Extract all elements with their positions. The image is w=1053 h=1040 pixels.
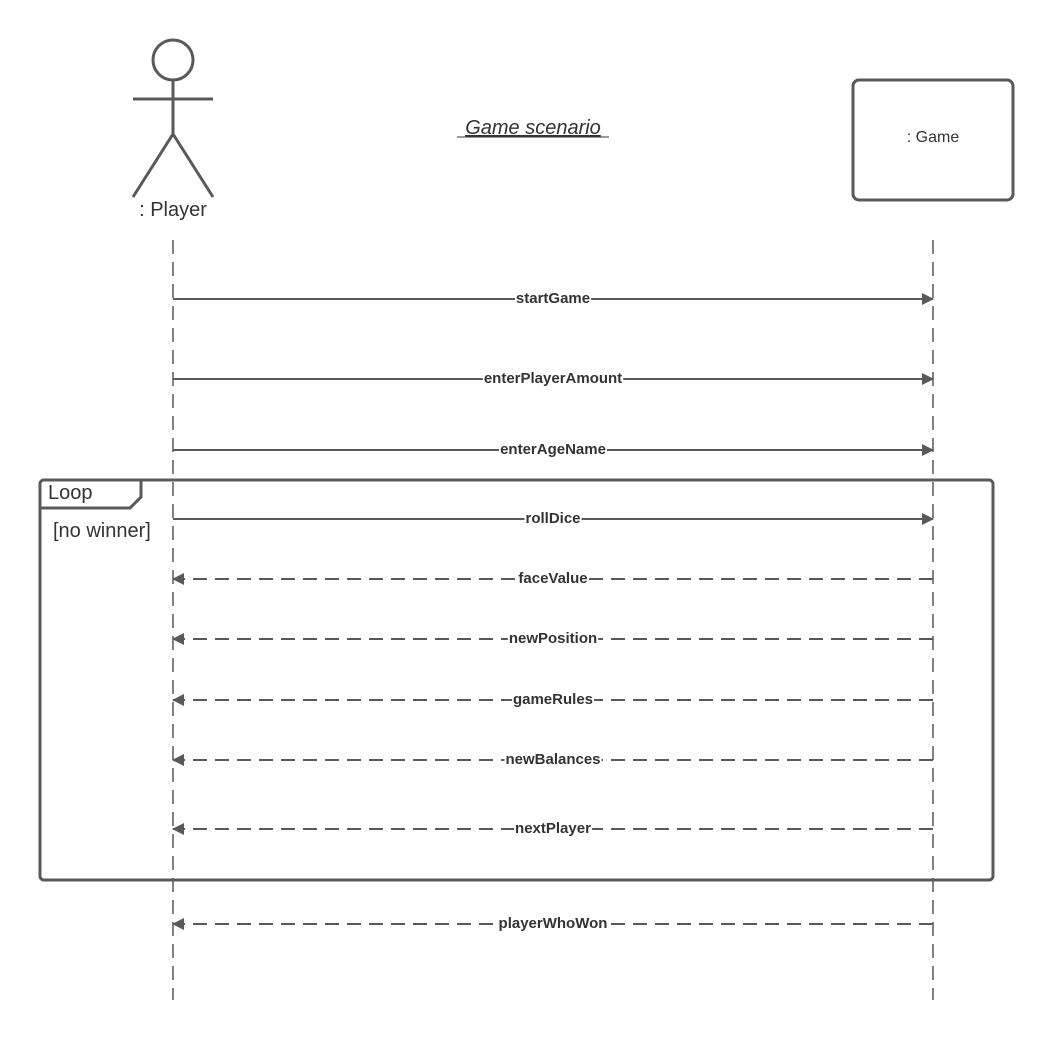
object-label: : Game: [907, 129, 960, 146]
message-label: enterAgeName: [500, 441, 606, 458]
message-label-background: [482, 370, 624, 387]
message-rollDice: rollDice: [173, 510, 934, 527]
loop-frame-tab: [40, 480, 143, 510]
message-newPosition: newPosition: [172, 630, 933, 647]
diagram-title: Game scenario: [465, 117, 601, 139]
message-label: newPosition: [509, 630, 597, 647]
message-faceValue: faceValue: [172, 570, 933, 587]
message-label-background: [514, 820, 593, 837]
message-gameRules: gameRules: [172, 691, 933, 708]
message-nextPlayer: nextPlayer: [172, 820, 933, 837]
message-label: playerWhoWon: [499, 915, 608, 932]
actor-label: : Player: [139, 199, 207, 221]
message-label-background: [514, 290, 592, 307]
loop-guard: [no winner]: [53, 520, 151, 542]
stick-figure-icon: [131, 38, 215, 198]
message-label: faceValue: [518, 570, 587, 587]
message-enterPlayerAmount: enterPlayerAmount: [173, 370, 934, 387]
message-playerWhoWon: playerWhoWon: [172, 915, 933, 932]
message-label: nextPlayer: [515, 820, 591, 837]
message-newBalances: newBalances: [172, 751, 933, 768]
message-enterAgeName: enterAgeName: [173, 441, 934, 458]
message-label-background: [504, 751, 602, 768]
message-label: startGame: [516, 290, 590, 307]
message-startGame: startGame: [173, 290, 934, 307]
message-label-background: [497, 915, 609, 932]
object-box: [851, 78, 1015, 202]
loop-label: Loop: [48, 482, 93, 504]
message-label: newBalances: [505, 751, 600, 768]
message-label-background: [524, 510, 582, 527]
message-label: gameRules: [513, 691, 593, 708]
loop-frame: [38, 478, 995, 882]
message-label-background: [507, 630, 599, 647]
message-label-background: [511, 691, 595, 708]
message-label: enterPlayerAmount: [484, 370, 622, 387]
message-label-background: [499, 441, 607, 458]
message-label-background: [517, 570, 589, 587]
messages-layer: startGame enterPlayerAmount enterAgeName ro…: [172, 290, 934, 932]
message-label: rollDice: [525, 510, 580, 527]
